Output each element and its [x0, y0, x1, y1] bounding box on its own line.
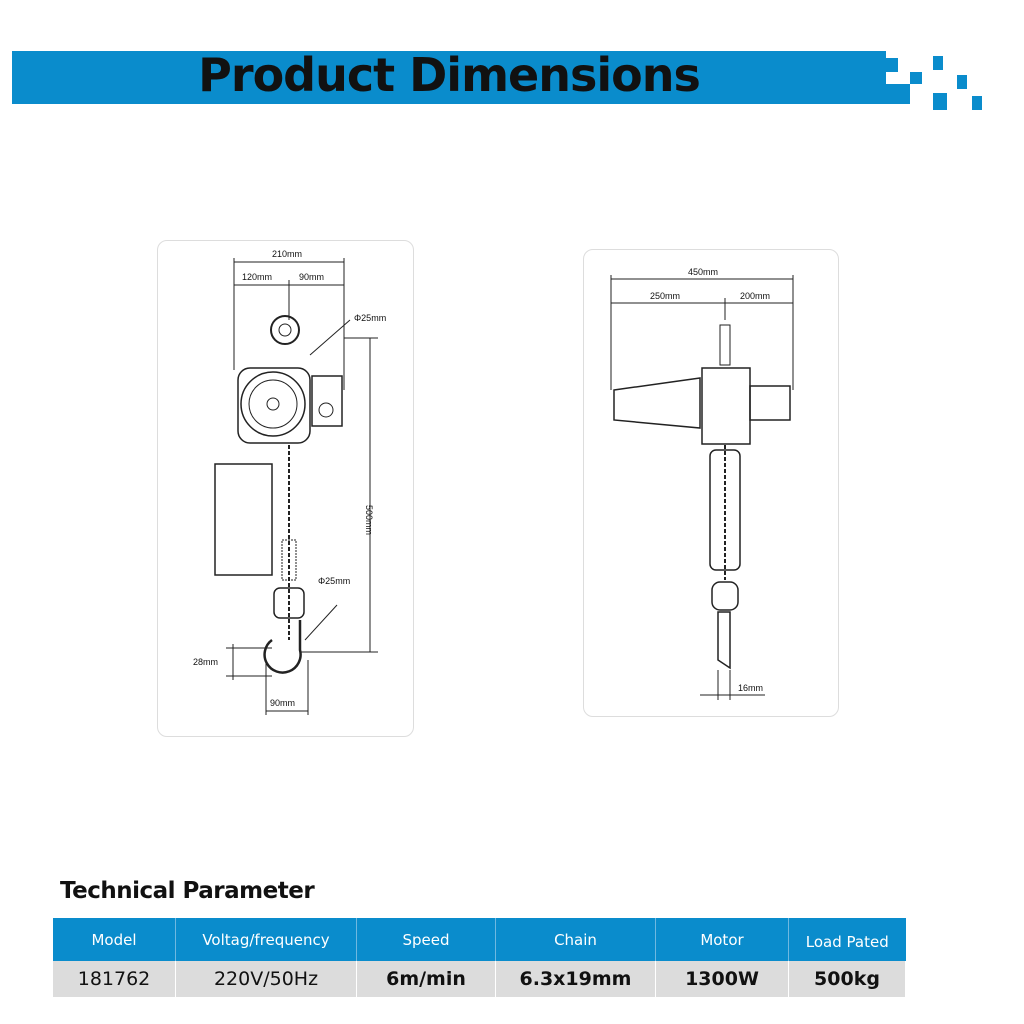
- label-120mm: 120mm: [242, 272, 272, 282]
- specs-table: Model Voltag/frequency Speed Chain Motor…: [53, 918, 906, 997]
- header-banner: [12, 51, 886, 104]
- label-250mm: 250mm: [650, 291, 680, 301]
- col-header: Motor: [655, 918, 789, 961]
- col-header: Voltag/frequency: [175, 918, 357, 961]
- specs-value-row: 181762 220V/50Hz 6m/min 6.3x19mm 1300W 5…: [53, 961, 906, 997]
- col-header: Speed: [356, 918, 496, 961]
- label-28mm: 28mm: [193, 657, 218, 667]
- col-header: Model: [53, 918, 176, 961]
- label-16mm: 16mm: [738, 683, 763, 693]
- cell-voltage: 220V/50Hz: [175, 961, 357, 997]
- specs-header-row: Model Voltag/frequency Speed Chain Motor…: [53, 918, 906, 961]
- label-200mm: 200mm: [740, 291, 770, 301]
- col-header: Chain: [495, 918, 656, 961]
- label-500mm: 500mm: [364, 505, 374, 535]
- label-top-hook: Φ25mm: [354, 313, 386, 323]
- label-bottom-hook: Φ25mm: [318, 576, 350, 586]
- specs-title: Technical Parameter: [60, 878, 315, 904]
- front-view-drawing: 210mm 120mm 90mm Φ25mm Φ25mm 500mm 28mm …: [193, 249, 386, 715]
- cell-speed: 6m/min: [356, 961, 496, 997]
- cell-chain: 6.3x19mm: [495, 961, 656, 997]
- front-view-panel: [157, 240, 414, 737]
- cell-motor: 1300W: [655, 961, 789, 997]
- label-210mm: 210mm: [272, 249, 302, 259]
- cell-model: 181762: [53, 961, 176, 997]
- page-title: Product Dimensions: [198, 48, 701, 102]
- cell-load: 500kg: [788, 961, 906, 997]
- col-header: Load Pated: [788, 918, 906, 961]
- label-90mm-top: 90mm: [299, 272, 324, 282]
- side-view-panel: [583, 249, 839, 717]
- label-90mm-bottom: 90mm: [270, 698, 295, 708]
- label-450mm: 450mm: [688, 267, 718, 277]
- side-view-drawing: 450mm 250mm 200mm 16mm: [610, 267, 794, 700]
